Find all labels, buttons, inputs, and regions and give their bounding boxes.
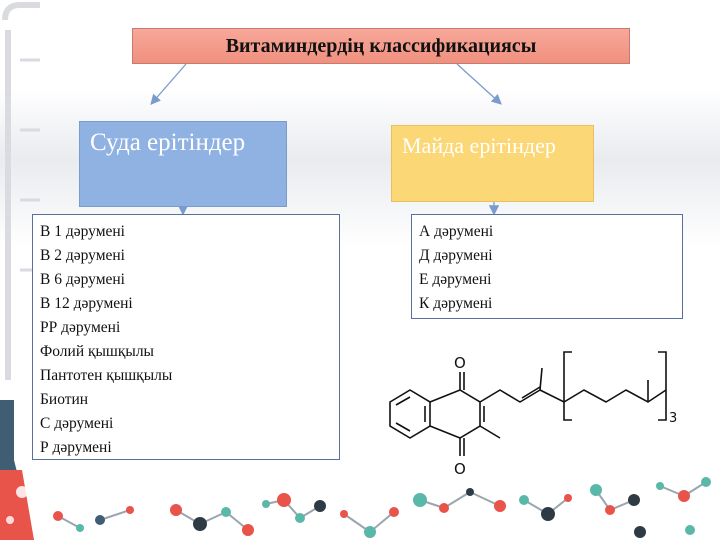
oxygen-top-label: O — [454, 354, 466, 372]
vitamin-item: К дәрумені — [419, 295, 493, 312]
repeat-subscript: 3 — [669, 411, 677, 426]
vitamin-item: В 1 дәрумені — [40, 223, 125, 240]
vitamin-k-structure: O O 3 — [389, 351, 677, 478]
water-soluble-vitamin-list: В 1 дәрумені В 2 дәрумені В 6 дәрумені В… — [32, 214, 340, 460]
classification-title: Витаминдердің классификациясы — [132, 28, 630, 64]
vitamin-item: Пантотен қышқылы — [40, 367, 173, 384]
vitamin-item: Д дәрумені — [419, 247, 493, 264]
vitamin-item: Е дәрумені — [419, 271, 492, 288]
water-soluble-category: Суда ерітіндер — [79, 121, 287, 207]
vitamin-item: В 12 дәрумені — [40, 295, 133, 312]
vitamin-item: В 2 дәрумені — [40, 247, 125, 264]
molecule-decoration — [53, 477, 711, 538]
flask-illustration — [0, 2, 40, 540]
vitamin-item: РР дәрумені — [40, 319, 121, 336]
vitamin-item: Р дәрумені — [40, 439, 112, 456]
vitamin-item: А дәрумені — [419, 223, 494, 240]
fat-soluble-category: Майда ерітіндер — [391, 125, 594, 202]
vitamin-item: С дәрумені — [40, 415, 114, 432]
vitamin-item: В 6 дәрумені — [40, 271, 125, 288]
fat-soluble-vitamin-list: А дәрумені Д дәрумені Е дәрумені К дәрум… — [411, 214, 683, 319]
vitamin-item: Фолий қышқылы — [40, 343, 154, 360]
vitamin-item: Биотин — [40, 391, 89, 408]
oxygen-bottom-label: O — [454, 460, 466, 478]
